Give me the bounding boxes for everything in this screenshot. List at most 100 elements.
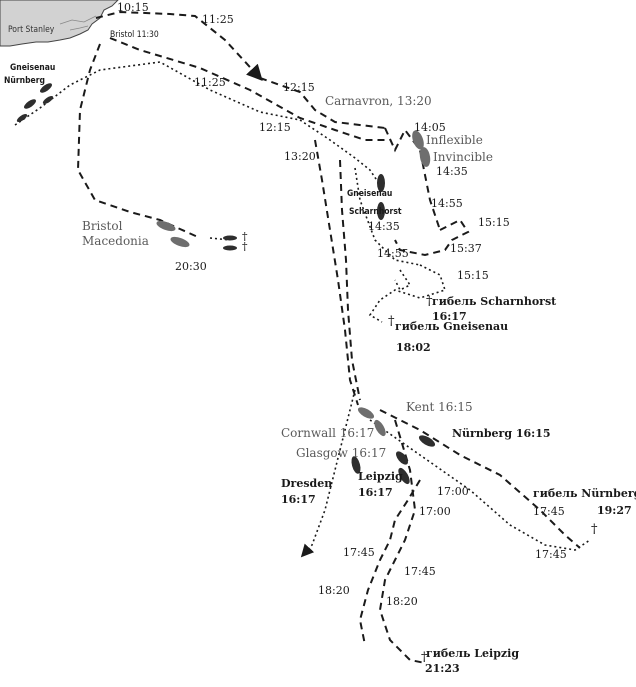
time-carnarvon: Carnavron, 13:20: [325, 94, 432, 108]
time-1537: 15:37: [450, 242, 482, 255]
svg-text:†: †: [242, 230, 248, 243]
ship-bristol: [156, 220, 176, 232]
svg-text:†: †: [242, 240, 248, 253]
track-german-a: [299, 119, 381, 186]
label-macedonia: Macedonia: [82, 234, 149, 248]
sink-markers: † † † †: [388, 294, 598, 665]
svg-text:†: †: [426, 294, 433, 309]
time-1455-b: 14:55: [377, 247, 409, 260]
ship-seydlitz-2: [223, 245, 237, 251]
label-cornwall: Cornwall 16:17: [281, 426, 374, 440]
track-nurnberg: [369, 419, 591, 551]
track-bc-loop: [394, 218, 470, 257]
label-bristol: Bristol: [82, 219, 123, 233]
ship-labels: Gneisenau Nürnberg Bristol Macedonia Inf…: [4, 63, 551, 506]
time-1015: 10:15: [117, 1, 149, 14]
time-1745-d: 17:45: [535, 548, 567, 561]
time-labels: 10:15 11:25 Bristol 11:30 12:15 11:25 Ca…: [110, 1, 567, 608]
track-dresden: [300, 389, 356, 558]
time-1405: 14:05: [414, 121, 446, 134]
ship-scharnhorst: [377, 202, 385, 220]
ship-gneisenau-top-1: [40, 83, 52, 93]
sinking-labels: гибель Scharnhorst 16:17 гибель Gneisena…: [395, 295, 636, 675]
time-1745-b: 17:45: [404, 565, 436, 578]
label-inflexible: Inflexible: [426, 133, 483, 147]
track-inflexible-top: [95, 10, 263, 81]
sink-nurnberg-time: 19:27: [597, 504, 632, 517]
svg-text:†: †: [591, 522, 598, 537]
sink-nurnberg: гибель Nürnberg: [533, 487, 636, 500]
ship-invincible: [419, 147, 431, 167]
sink-gneisenau: гибель Gneisenau: [395, 320, 508, 333]
time-1700-a: 17:00: [437, 485, 469, 498]
label-leipzig: Leipzig: [358, 470, 403, 483]
ship-cornwall: [374, 419, 386, 437]
sink-leipzig: гибель Leipzig: [426, 647, 519, 660]
time-1435-sch: 14:35: [368, 220, 400, 233]
svg-text:†: †: [421, 650, 428, 665]
sink-scharnhorst: гибель Scharnhorst: [432, 295, 557, 308]
sink-gneisenau-time: 18:02: [396, 341, 431, 354]
ships: † †: [16, 83, 436, 485]
land-label: Port Stanley: [8, 25, 55, 35]
time-1820-a: 18:20: [318, 584, 350, 597]
ship-glasgow: [396, 451, 408, 465]
ship-nurnberg-mid: [418, 435, 436, 447]
german-tracks: [14, 61, 591, 558]
time-1820-b: 18:20: [386, 595, 418, 608]
time-1700-b: 17:00: [419, 505, 451, 518]
label-scharnhorst: Scharnhorst: [349, 207, 402, 217]
label-dresden-time: 16:17: [281, 493, 316, 506]
label-nurnberg-mid: Nürnberg 16:15: [452, 427, 551, 440]
time-1320: 13:20: [284, 150, 316, 163]
track-bristol: [76, 43, 201, 239]
time-1515-a: 15:15: [478, 216, 510, 229]
british-tracks: [76, 10, 581, 664]
ship-gneisenau-top-2: [24, 99, 36, 109]
ship-kent: [357, 407, 375, 419]
track-kent: [379, 409, 581, 549]
time-1215-a: 12:15: [283, 81, 315, 94]
time-1745-a: 17:45: [343, 546, 375, 559]
ship-seydlitz-1: [223, 235, 237, 241]
label-glasgow: Glasgow 16:17: [296, 446, 386, 460]
time-1435-inv: 14:35: [436, 165, 468, 178]
svg-text:†: †: [388, 314, 395, 329]
land-area: Port Stanley: [0, 0, 119, 47]
track-leipzig-b: [358, 479, 421, 646]
ship-inflexible: [412, 130, 424, 150]
track-leipzig: [378, 419, 426, 664]
time-1215-b: 12:15: [259, 121, 291, 134]
label-nurnberg-top: Nürnberg: [4, 76, 45, 86]
label-kent: Kent 16:15: [406, 400, 473, 414]
time-2030: 20:30: [175, 260, 207, 273]
ship-macedonia: [170, 236, 190, 248]
time-bristol: Bristol 11:30: [110, 30, 159, 40]
sink-leipzig-time: 21:23: [425, 662, 460, 675]
track-down-a: [314, 139, 359, 406]
time-1515-b: 15:15: [457, 269, 489, 282]
ship-nurnberg-top: [42, 95, 54, 105]
time-1745-c: 17:45: [533, 505, 565, 518]
label-invincible: Invincible: [433, 150, 493, 164]
track-gneisenau-loop: [394, 269, 412, 292]
label-gneisenau-top: Gneisenau: [10, 63, 55, 73]
sink-scharnhorst-time: 16:17: [432, 310, 467, 323]
ship-leipzig: [398, 467, 410, 485]
ship-top-4: [16, 113, 28, 123]
label-gneisenau-mid: Gneisenau: [347, 189, 392, 199]
label-leipzig-time: 16:17: [358, 486, 393, 499]
ship-dresden: [351, 456, 361, 474]
track-down-b: [339, 159, 361, 401]
time-1455-a: 14:55: [431, 197, 463, 210]
time-1125-mid: 11:25: [194, 76, 226, 89]
track-main-b: [109, 37, 390, 141]
track-main-a: [259, 77, 386, 129]
track-german-b: [354, 167, 421, 266]
time-1125-top: 11:25: [202, 13, 234, 26]
ship-gneisenau-mid: [377, 174, 385, 192]
track-gneisenau-top: [14, 61, 301, 126]
label-dresden: Dresden: [281, 477, 332, 490]
